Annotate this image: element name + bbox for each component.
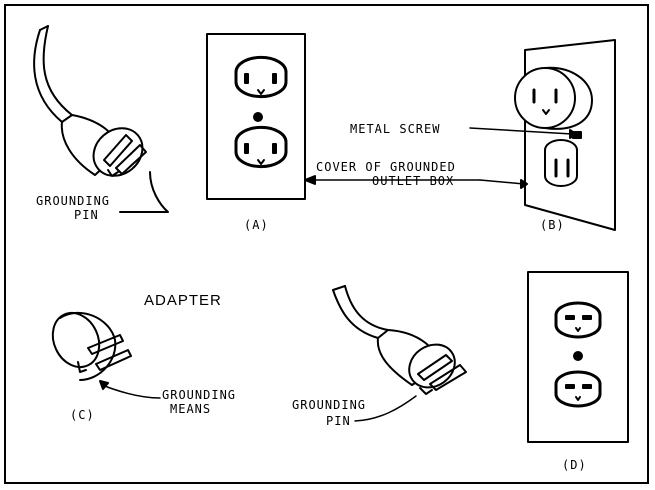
metal-screw-label: METAL SCREW	[350, 122, 441, 136]
grounding-pin-label-2: GROUNDING	[292, 398, 367, 412]
grounding-pin-label-1-pin: PIN	[74, 208, 99, 222]
cover-label-line1: COVER OF GROUNDED	[316, 160, 456, 174]
adapter-c-illustration	[51, 311, 161, 399]
caption-a: (A)	[244, 218, 269, 232]
caption-c: (C)	[70, 408, 95, 422]
outlet-b-illustration	[514, 39, 616, 231]
caption-b: (B)	[540, 218, 565, 232]
outlet-d-illustration	[527, 271, 629, 443]
plug-left-illustration	[33, 25, 169, 213]
caption-d: (D)	[562, 458, 587, 472]
outlet-a-illustration	[206, 33, 306, 200]
grounding-pin-label-1: GROUNDING	[36, 194, 111, 208]
grounding-pin-label-2-pin: PIN	[326, 414, 351, 428]
cover-label-line2: OUTLET BOX	[372, 174, 455, 188]
grounding-means-label-2: MEANS	[170, 402, 212, 416]
adapter-title: ADAPTER	[144, 292, 222, 309]
plug-middle-illustration	[332, 285, 467, 422]
grounding-means-label-1: GROUNDING	[162, 388, 237, 402]
